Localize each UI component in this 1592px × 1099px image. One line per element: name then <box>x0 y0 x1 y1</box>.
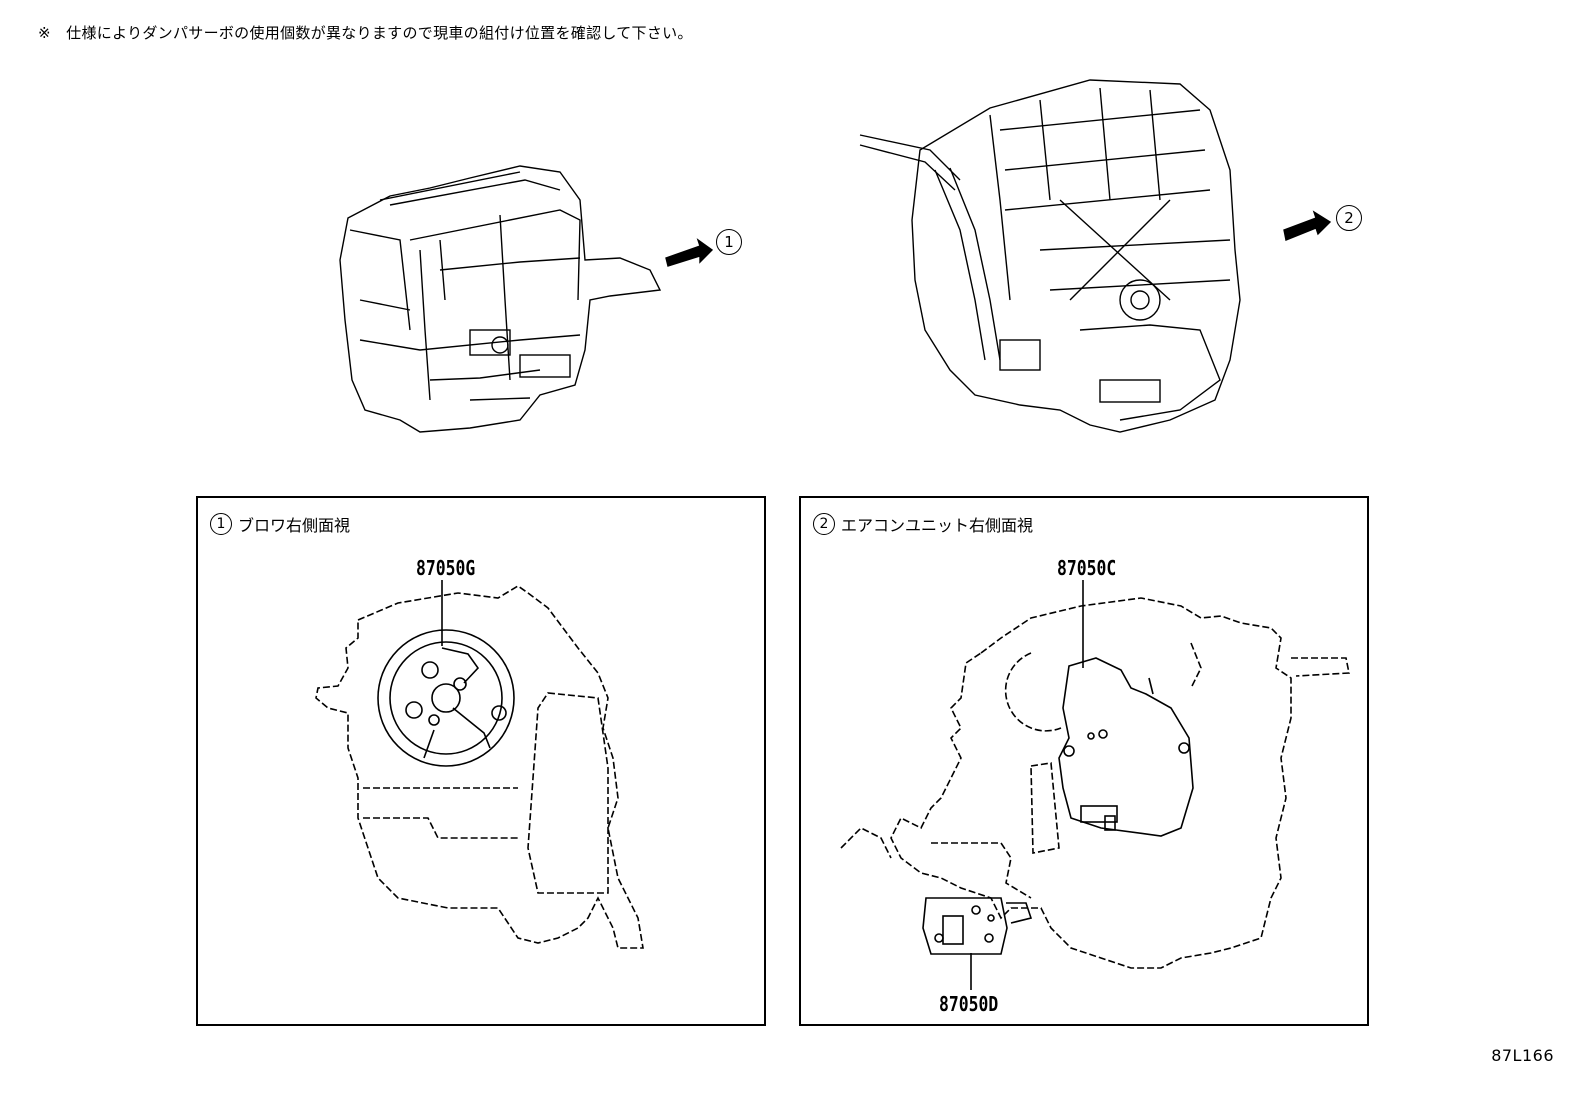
ac-unit-side-view-panel: 2 エアコンユニット右側面視 87050C 87050D <box>799 496 1369 1026</box>
drawing-code: 87L166 <box>1491 1046 1554 1065</box>
callout-2: 2 <box>1336 205 1362 231</box>
arrow-2-icon <box>1283 210 1332 241</box>
blower-unit-illustration <box>339 165 662 433</box>
blower-side-drawing <box>315 580 644 949</box>
part-number-87050D: 87050D <box>939 992 999 1016</box>
panel-title-left-text: ブロワ右側面視 <box>238 516 351 535</box>
damper-servo-87050C <box>1058 657 1194 837</box>
blower-side-view-panel: 1 ブロワ右側面視 87050G <box>196 496 766 1026</box>
panel-number-right: 2 <box>813 513 835 535</box>
panel-number-left: 1 <box>210 513 232 535</box>
part-number-87050C: 87050C <box>1057 556 1117 580</box>
panel-title-right: 2 エアコンユニット右側面視 <box>813 512 1033 536</box>
panel-title-left: 1 ブロワ右側面視 <box>210 512 350 536</box>
caution-note: ※ 仕様によりダンパサーボの使用個数が異なりますので現車の組付け位置を確認して下… <box>38 24 693 42</box>
damper-servo-87050D <box>922 897 1033 955</box>
damper-servo-87050G <box>377 629 515 767</box>
panel-title-right-text: エアコンユニット右側面視 <box>841 516 1034 535</box>
ac-unit-side-drawing <box>840 580 1350 990</box>
arrow-1-icon <box>665 238 714 267</box>
callout-1: 1 <box>716 229 742 255</box>
part-number-87050G: 87050G <box>416 556 476 580</box>
ac-unit-illustration <box>859 79 1241 433</box>
